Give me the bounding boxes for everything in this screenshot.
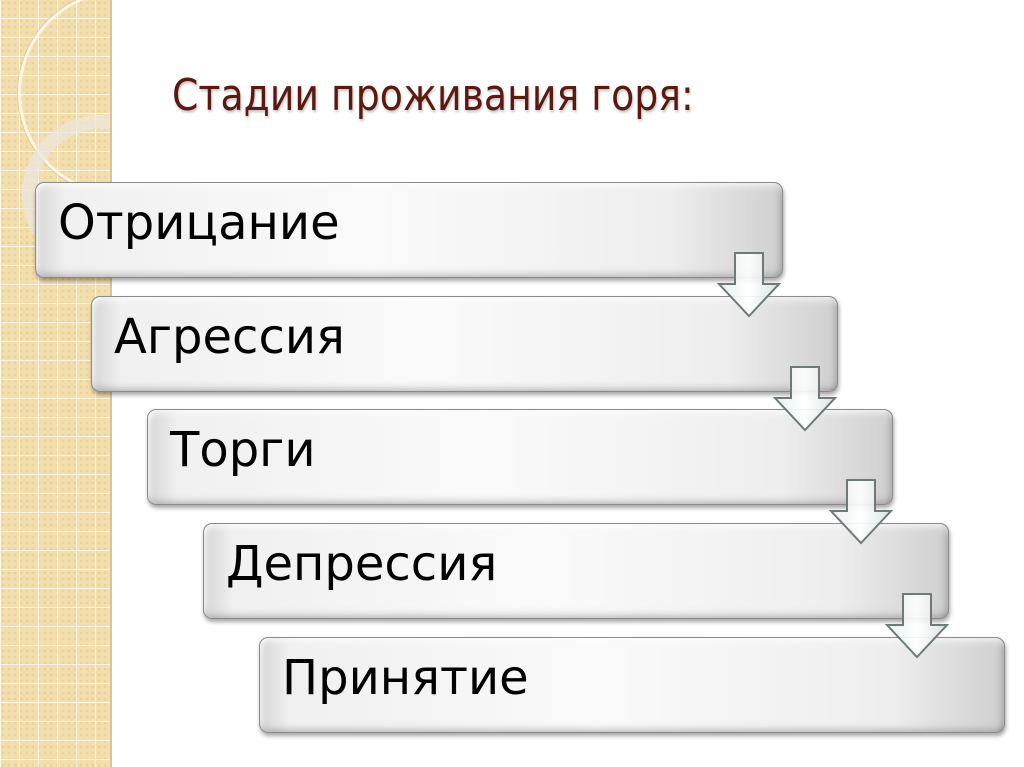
down-arrow-icon	[717, 252, 781, 318]
stage-box-bargaining: Торги	[147, 409, 893, 505]
down-arrow-icon	[829, 479, 893, 545]
stage-box-acceptance: Принятие	[259, 637, 1005, 733]
down-arrow-icon	[885, 593, 949, 659]
stage-label: Торги	[170, 422, 316, 478]
stage-box-aggression: Агрессия	[91, 296, 838, 392]
stage-label: Отрицание	[58, 195, 340, 251]
slide-title: Стадии проживания горя:	[172, 70, 694, 121]
down-arrow-icon	[773, 366, 837, 432]
stage-box-denial: Отрицание	[35, 182, 783, 278]
stage-box-depression: Депрессия	[203, 523, 949, 619]
stage-label: Принятие	[282, 650, 529, 706]
stage-label: Депрессия	[226, 536, 498, 592]
stage-label: Агрессия	[114, 309, 345, 365]
